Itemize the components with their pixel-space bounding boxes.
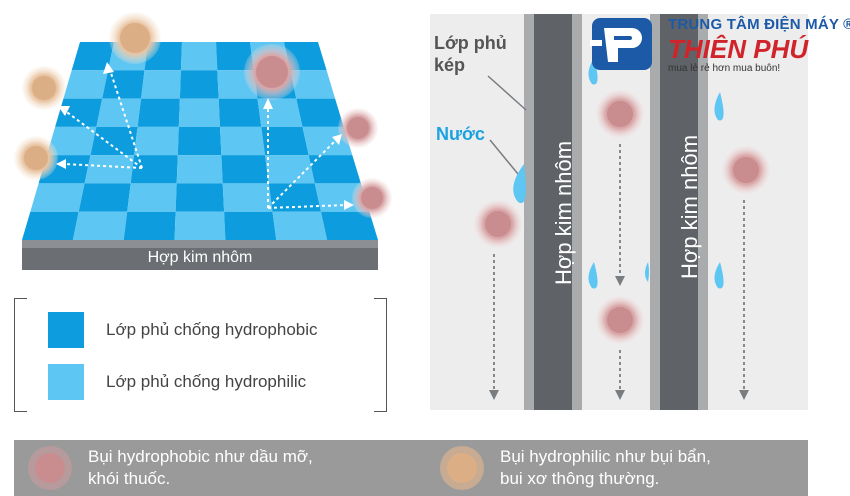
coating-tile [178,98,220,127]
legend-label-hydrophobic: Lớp phủ chống hydrophobic [106,320,318,339]
oily-dust-icon [28,446,72,490]
falling-arrows [493,144,745,390]
hydrophobic-dust-text: Bụi hydrophobic như dầu mỡ, khói thuốc. [88,446,313,490]
coating-tile [290,70,336,99]
logo-mark-icon [590,18,652,70]
coating-tile [272,211,328,240]
water-droplet [513,164,526,204]
dust-particle [596,90,644,138]
dust-particle [352,178,392,218]
coating-tile [218,98,262,127]
coating-tile [176,155,223,184]
coating-checkerboard [22,42,378,240]
coating-tile [102,70,145,99]
dust-particle [722,146,770,194]
coating-tile [63,70,109,99]
aluminum-plate-edge [22,240,378,248]
coating-tile [22,211,79,240]
coating-tile [127,183,177,212]
coating-tile [179,70,219,99]
coating-tile [123,211,176,240]
coating-tile [175,183,225,212]
legend-label-hydrophilic: Lớp phủ chống hydrophilic [106,372,307,391]
coating-tile [221,155,269,184]
coating-tile [96,98,142,127]
aluminum-label-fin2: Hợp kim nhôm [677,134,702,279]
dust-particle [14,136,58,180]
coating-tile [177,126,222,156]
double-coating-label: Lớp phủ kép [434,32,507,76]
water-droplets [513,58,724,289]
pointer-line-coating [487,75,527,111]
water-droplet [714,92,724,121]
coating-tile [130,155,178,184]
repel-arrows [63,69,347,209]
coating-tile [134,126,179,156]
coating-tile [55,98,103,127]
coating-tile [180,42,218,71]
legend-bracket-right [374,298,387,412]
coating-tile [78,183,131,212]
brand-logo: TRUNG TÂM ĐIỆN MÁY ® THIÊN PHÚ mua lẻ rẻ… [590,14,850,76]
coating-tile [261,126,309,156]
dust-legend-bar: Bụi hydrophobic như dầu mỡ, khói thuốc. … [14,440,808,496]
water-droplet [645,262,649,282]
coating-tile [72,211,128,240]
coating-tile [321,211,378,240]
dust-particle [596,296,644,344]
logo-top-line: TRUNG TÂM ĐIỆN MÁY ® [668,16,850,33]
dirt-dust-icon [440,446,484,490]
hydrophilic-dust-line1: Bụi hydrophilic như bụi bẩn, [500,447,711,466]
fin-core-1 [534,14,572,410]
water-label: Nước [436,124,485,144]
dust-particle [22,66,66,110]
logo-brand-name: THIÊN PHÚ [668,34,809,64]
plate-base-label: Hợp kim nhôm [148,249,253,266]
coating-tile [84,155,135,184]
coating-tile [90,126,138,156]
pointer-line-water [489,139,519,175]
hydrophobic-dust-line1: Bụi hydrophobic như dầu mỡ, [88,447,313,466]
hydrophobic-dust-line2: khói thuốc. [88,469,171,488]
coating-tile [141,70,181,99]
dust-particle [474,200,522,248]
coating-tile [71,42,114,71]
aluminum-label-fin1: Hợp kim nhôm [551,140,576,285]
coating-tile [257,98,303,127]
coating-tile [308,155,361,184]
double-coating-label-line2: kép [434,55,466,75]
hydrophilic-dust-line2: bui xơ thông thường. [500,469,660,488]
legend-swatch-hydrophilic [48,364,84,400]
dust-particle [109,12,161,64]
coating-tile [46,126,97,156]
hydrophilic-dust-text: Bụi hydrophilic như bụi bẩn, bui xơ thôn… [500,446,711,490]
water-droplet [588,262,598,289]
coating-tile [30,183,85,212]
coating-tile [174,211,226,240]
coating-tile [222,183,273,212]
water-droplet [714,262,724,289]
coated-plate-diagram: Hợp kim nhôm [14,12,392,270]
legend-bracket-left [14,298,27,412]
fin-core-2 [660,14,698,410]
coating-tile [265,155,315,184]
coating-tile [268,183,321,212]
dust-particle [244,44,300,100]
fin-cross-section-diagram [430,14,808,410]
dust-particle [338,108,378,148]
coating-tile [296,98,344,127]
coating-tile [137,98,180,127]
coating-tile [224,211,277,240]
double-coating-label-line1: Lớp phủ [434,33,507,53]
arrow-heads [56,62,354,210]
legend-swatch-hydrophobic [48,312,84,348]
coating-tile [216,42,254,71]
coating-tile [220,126,265,156]
logo-slogan: mua lẻ rẻ hơn mua buôn! [668,63,781,74]
falling-arrow-heads [489,276,749,400]
